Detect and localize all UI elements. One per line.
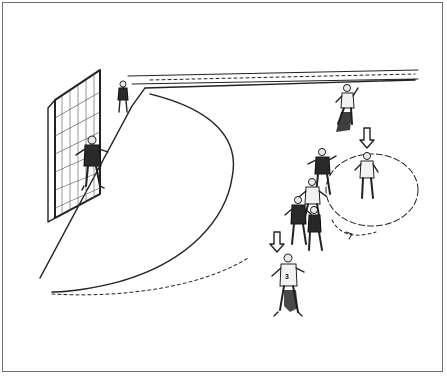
down-arrow-icon <box>360 128 374 148</box>
goal-area-line <box>52 94 233 292</box>
movement-path <box>332 220 376 235</box>
svg-text:3: 3 <box>285 274 289 281</box>
player-group <box>285 149 336 251</box>
player-number-3: 3 <box>270 232 304 316</box>
referee-figure <box>118 81 128 112</box>
player-figure-icon <box>336 85 358 133</box>
marked-player-figure <box>355 153 378 199</box>
